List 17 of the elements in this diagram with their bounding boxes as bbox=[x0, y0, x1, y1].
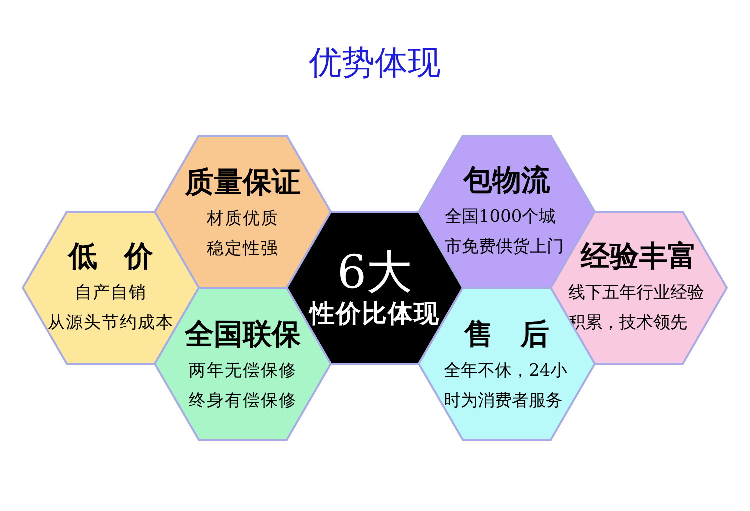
tile-text: 自产自销 bbox=[75, 282, 147, 305]
tile-heading: 包物流 bbox=[464, 162, 550, 198]
tile-text: 材质优质 bbox=[207, 208, 279, 231]
tile-heading: 低 价 bbox=[68, 238, 154, 274]
tile-heading: 全国联保 bbox=[185, 316, 301, 352]
tile-text: 稳定性强 bbox=[207, 238, 279, 261]
tile-text: 全国1000个城市免费供货上门 bbox=[444, 206, 565, 259]
tile-text: 性价比体现 bbox=[310, 298, 440, 330]
page-title: 优势体现 bbox=[309, 42, 441, 84]
tile-heading: 质量保证 bbox=[185, 164, 301, 200]
tile-heading: 售 后 bbox=[464, 316, 550, 352]
tile-heading: 经验丰富 bbox=[581, 238, 697, 274]
tile-heading: 6大 bbox=[337, 246, 413, 298]
tile-text: 终身有偿保修 bbox=[189, 390, 297, 413]
tile-text: 从源头节约成本 bbox=[48, 312, 174, 335]
tile-text: 两年无偿保修 bbox=[189, 360, 297, 383]
tile-text: 全年不休，24小时为消费者服务 bbox=[444, 360, 569, 413]
